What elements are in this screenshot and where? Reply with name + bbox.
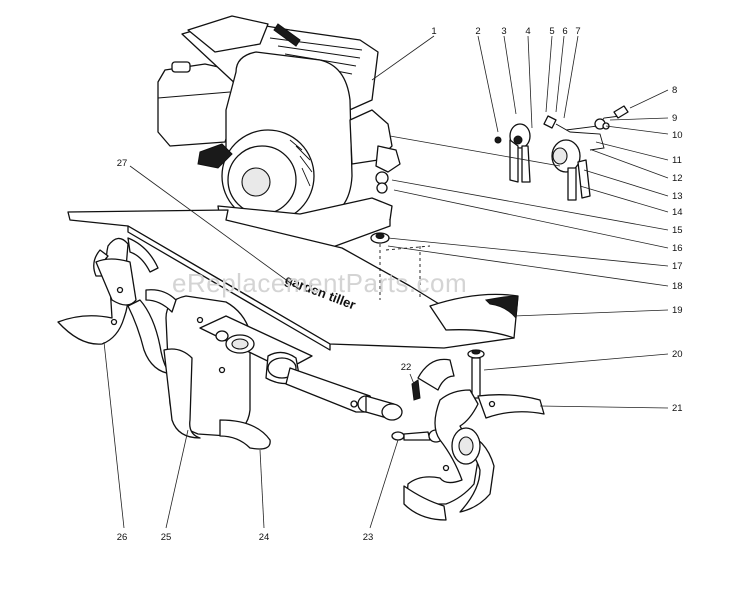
callout-24: 24	[259, 532, 270, 543]
right-tine	[403, 358, 545, 521]
callout-25: 25	[161, 532, 172, 543]
callout-1: 1	[431, 26, 436, 37]
callout-7: 7	[575, 26, 580, 37]
callout-11: 11	[672, 155, 682, 166]
callout-23: 23	[363, 532, 374, 543]
callout-13: 13	[672, 191, 683, 202]
tine-shield: garden tiller	[67, 209, 519, 351]
callout-18: 18	[672, 281, 683, 292]
callout-9: 9	[672, 113, 677, 124]
callout-27: 27	[117, 158, 128, 169]
callout-labels: 1 2 3 4 5 6 7 8 9 10 11 12 13 14 15 16 1…	[117, 26, 683, 543]
clevis-pin	[391, 429, 444, 443]
callout-20: 20	[672, 349, 683, 360]
hairpin-clip	[411, 379, 421, 401]
callout-16: 16	[672, 243, 683, 254]
left-tine-outer	[57, 237, 173, 375]
callout-26: 26	[117, 532, 128, 543]
engine	[157, 15, 401, 249]
callout-5: 5	[549, 26, 554, 37]
leader-lines	[103, 35, 669, 529]
callout-3: 3	[501, 26, 506, 37]
callout-10: 10	[672, 130, 683, 141]
callout-2: 2	[475, 26, 480, 37]
callout-4: 4	[525, 26, 530, 37]
tine-shaft	[199, 315, 403, 421]
callout-17: 17	[672, 261, 683, 272]
mounting-washer	[370, 232, 390, 244]
callout-19: 19	[672, 305, 683, 316]
callout-22: 22	[401, 362, 412, 373]
throttle-assembly	[494, 105, 629, 201]
callout-6: 6	[562, 26, 567, 37]
watermark: eReplacementParts.com	[172, 268, 467, 298]
callout-14: 14	[672, 207, 683, 218]
callout-15: 15	[672, 225, 683, 236]
callout-21: 21	[672, 403, 683, 414]
callout-8: 8	[672, 85, 677, 96]
callout-12: 12	[672, 173, 683, 184]
